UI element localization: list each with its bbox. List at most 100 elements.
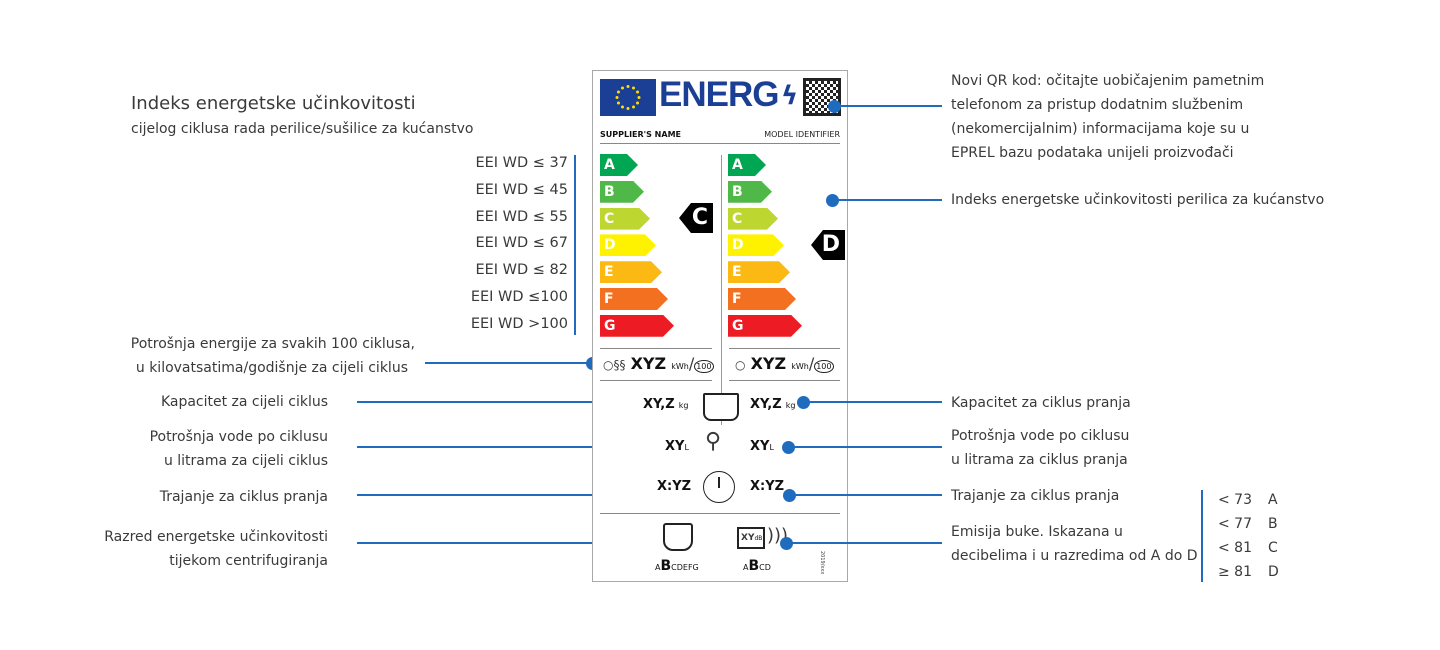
connector-spin	[357, 542, 640, 544]
energy-label: ENERG ϟ SUPPLIER'S NAME MODEL IDENTIFIER…	[592, 70, 848, 582]
connector-water-wash	[788, 446, 942, 448]
divider	[600, 380, 712, 381]
energy-value: XYZ	[630, 354, 667, 373]
duration-left-label: Trajanje za ciklus pranja	[159, 489, 328, 505]
clock-icon	[703, 471, 735, 503]
energy-class-bar: B	[600, 181, 644, 203]
water-wash-label-1: Potrošnja vode po ciklusu	[951, 428, 1130, 444]
spin-label-1: Razred energetske učinkovitosti	[104, 529, 328, 545]
eu-flag-icon	[600, 79, 656, 116]
eei-threshold: EEI WD ≤ 67	[475, 235, 568, 252]
star-icon	[621, 105, 624, 109]
energy-consumption-wash: ○ XYZ kWh/100	[735, 354, 834, 373]
eei-bracket	[574, 155, 576, 335]
cycles-icon: 100	[814, 360, 834, 373]
connector-water-full	[357, 446, 655, 448]
water-wash-label-2: u litrama za ciklus pranja	[951, 452, 1128, 468]
noise-threshold: ≥ 81	[1218, 564, 1252, 580]
star-icon	[632, 86, 635, 90]
star-icon	[615, 96, 619, 99]
eei-threshold: EEI WD ≤100	[470, 289, 568, 305]
noise-class: C	[1268, 540, 1278, 556]
star-icon	[621, 86, 624, 90]
dot-duration-right	[783, 489, 796, 502]
duration-full: X:YZ	[657, 479, 692, 494]
energy-class-bar: F	[728, 288, 796, 310]
energy-logo: ENERG	[659, 75, 779, 114]
capacity-wash: XY,Z kg	[750, 397, 796, 412]
capacity-wash-label: Kapacitet za ciklus pranja	[951, 395, 1131, 411]
connector-eei	[832, 199, 942, 201]
eei-threshold: EEI WD >100	[470, 315, 568, 332]
regulation-number: 2019/xxx	[819, 551, 825, 575]
noise-label-1: Emisija buke. Iskazana u	[951, 524, 1123, 540]
energy-class-bar: D	[728, 234, 784, 256]
energy-class-bar: F	[600, 288, 668, 310]
model-identifier: MODEL IDENTIFIER	[764, 130, 840, 139]
connector-qr	[834, 105, 942, 107]
faucet-icon: ⚲	[705, 429, 722, 454]
water-full-label-1: Potrošnja vode po ciklusu	[149, 429, 328, 445]
energy-unit: kWh	[671, 362, 689, 371]
star-icon	[636, 90, 640, 94]
energy-class-bar: E	[728, 261, 790, 283]
star-icon	[636, 101, 640, 105]
noise-class: A	[1268, 492, 1278, 508]
water-full: XYL	[665, 439, 689, 454]
qr-description-line: (nekomercijalnim) informacijama koje su …	[951, 121, 1250, 137]
capacity-full: XY,Z kg	[643, 397, 689, 412]
connector-capacity-wash	[803, 401, 942, 403]
qr-description-line: telefonom za pristup dodatnim službenim	[951, 97, 1244, 113]
noise-class: B	[1268, 516, 1278, 532]
eei-threshold: EEI WD ≤ 55	[475, 208, 568, 225]
divider	[600, 513, 840, 514]
energy-label-1: Potrošnja energije za svakih 100 ciklusa…	[130, 336, 415, 352]
left-class-marker: C	[679, 203, 713, 233]
noise-class-scale: ABCD	[743, 558, 771, 574]
energy-unit: kWh	[791, 362, 809, 371]
noise-bracket	[1201, 490, 1203, 582]
connector-energy	[425, 362, 592, 364]
star-icon	[637, 96, 641, 99]
water-wash: XYL	[750, 439, 774, 454]
dot-water-wash	[782, 441, 795, 454]
spin-shirt-icon	[663, 523, 693, 551]
eei-threshold: EEI WD ≤ 45	[475, 181, 568, 198]
qr-description-line: EPREL bazu podataka unijeli proizvođači	[951, 145, 1234, 161]
noise-threshold: < 73	[1218, 492, 1252, 508]
energy-class-bar: A	[728, 154, 766, 176]
divider	[729, 380, 840, 381]
energy-class-bar: C	[600, 208, 650, 230]
eei-subtitle: cijelog ciklusa rada perilice/sušilice z…	[131, 121, 474, 137]
connector-duration-left	[357, 494, 650, 496]
supplier-name: SUPPLIER'S NAME	[600, 130, 681, 139]
energy-class-bar: E	[600, 261, 662, 283]
energy-class-bar: B	[728, 181, 772, 203]
dot-noise	[780, 537, 793, 550]
noise-threshold: < 77	[1218, 516, 1252, 532]
duration-right-label: Trajanje za ciklus pranja	[951, 488, 1120, 504]
energy-class-bar: A	[600, 154, 638, 176]
noise-threshold: < 81	[1218, 540, 1252, 556]
energy-class-bar: G	[728, 315, 802, 337]
drop-heat-icon: ○§§	[603, 358, 626, 372]
energy-class-bar: D	[600, 234, 656, 256]
divider-vertical	[721, 155, 722, 425]
star-icon	[616, 101, 620, 105]
star-icon	[632, 105, 635, 109]
dot-capacity-wash	[797, 396, 810, 409]
eei-threshold: EEI WD ≤ 82	[475, 262, 568, 279]
right-class-marker: D	[811, 230, 845, 260]
star-icon	[626, 107, 630, 110]
lightning-icon: ϟ	[781, 81, 799, 111]
duration-wash: X:YZ	[750, 479, 785, 494]
spin-class-scale: ABCDEFG	[655, 558, 699, 574]
energy-label-2: u kilovatsatima/godišnje za cijeli ciklu…	[135, 360, 408, 376]
energy-class-bar: C	[728, 208, 778, 230]
water-full-label-2: u litrama za cijeli ciklus	[163, 453, 328, 469]
connector-duration-right	[789, 494, 942, 496]
noise-speaker-icon: XYdB	[737, 527, 765, 549]
energy-consumption-full: ○§§ XYZ kWh/100	[603, 354, 714, 373]
star-icon	[626, 85, 630, 88]
eei-wash-label: Indeks energetske učinkovitosti perilica…	[951, 192, 1325, 208]
